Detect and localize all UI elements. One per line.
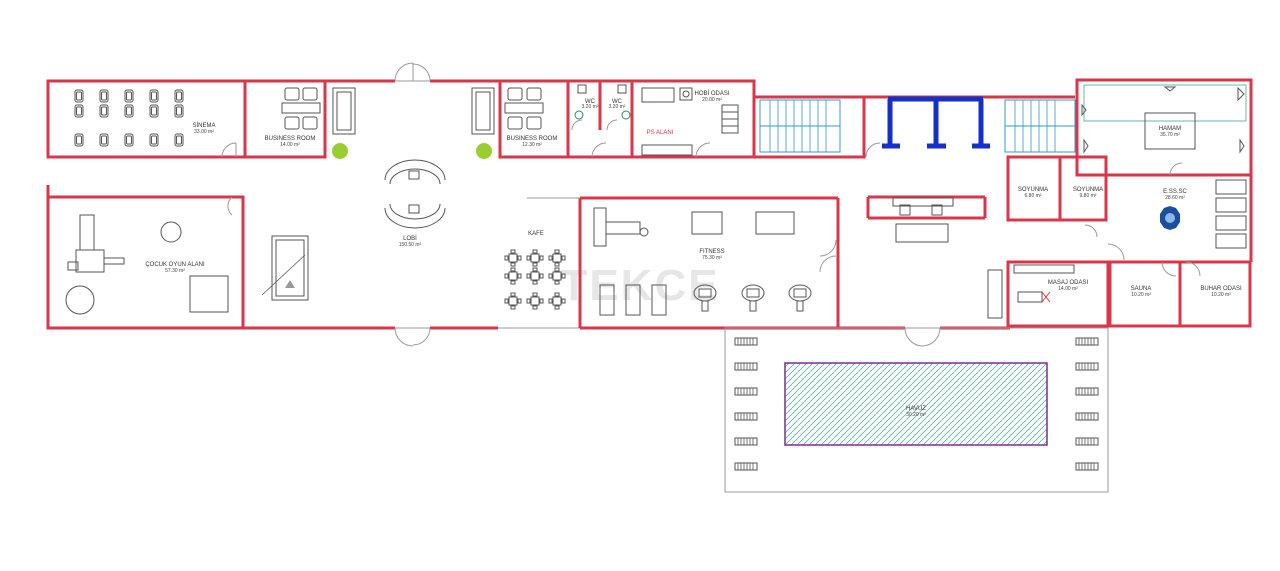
room-label-havuz: HAVUZ xyxy=(906,406,926,412)
room-area-lobi: 150.50 m² xyxy=(399,242,422,248)
staircase-left xyxy=(759,99,841,153)
outer-walls xyxy=(46,78,1253,330)
room-area-hamam: 35.70 m² xyxy=(1160,132,1180,138)
room-area-business-1: 14.00 m² xyxy=(280,142,300,148)
jacuzzi xyxy=(1160,206,1180,230)
room-label-soyunma-1: SOYUNMA xyxy=(1018,187,1048,193)
playground-equipment xyxy=(65,214,229,315)
room-label-soyunma-2: SOYUNMA xyxy=(1073,187,1103,193)
room-area-business-2: 12.30 m² xyxy=(522,142,542,148)
room-area-cocuk: 57.30 m² xyxy=(165,268,185,274)
room-label-lobi: LOBİ xyxy=(403,235,417,242)
room-area-esas: 28.60 m² xyxy=(1165,195,1185,201)
room-label-kafe: KAFE xyxy=(528,231,544,237)
room-label-cocuk: ÇOCUK OYUN ALANI xyxy=(145,262,205,268)
plant-right xyxy=(476,143,492,159)
business-room-1-furniture xyxy=(281,87,321,130)
room-label-esas: E.SS.SC xyxy=(1163,189,1187,195)
plant-left xyxy=(332,143,348,159)
reception-desk xyxy=(892,197,1003,319)
lobby-seating-group xyxy=(384,159,446,229)
cinema-seats xyxy=(74,89,184,147)
business-room-2-furniture xyxy=(504,87,544,130)
lobby-sofas xyxy=(332,87,495,135)
fitness-equipment xyxy=(593,207,812,316)
hobby-room-furniture xyxy=(641,87,739,156)
room-label-fitness: FITNESS xyxy=(699,249,724,255)
doors xyxy=(221,62,1201,347)
massage-beds xyxy=(1013,264,1075,303)
room-label-buhar: BUHAR ODASI xyxy=(1200,286,1242,292)
room-area-soyunma-2: 9.80 m² xyxy=(1080,193,1097,199)
room-label-sauna: SAUNA xyxy=(1131,286,1152,292)
room-label-ps: PS ALANI xyxy=(647,130,674,136)
room-label-masaj: MASAJ ODASI xyxy=(1048,280,1089,286)
staircase-right xyxy=(1004,99,1076,153)
room-area-fitness: 75.30 m² xyxy=(702,255,722,261)
pool-loungers-right xyxy=(1075,337,1099,471)
pool-loungers-left xyxy=(734,337,758,471)
room-area-wc-2: 3.20 m² xyxy=(609,104,626,110)
room-label-business-2: BUSINESS ROOM xyxy=(507,136,558,142)
cafe-tables xyxy=(504,249,566,310)
room-label-wc-1: WC xyxy=(585,99,596,105)
wc-fixtures xyxy=(574,84,631,120)
room-label-wc-2: WC xyxy=(612,99,623,105)
pool-deck xyxy=(724,327,1109,493)
billiard-table xyxy=(261,235,309,301)
room-area-hobi: 20.00 m² xyxy=(702,97,722,103)
room-area-wc-1: 3.20 m² xyxy=(582,104,599,110)
swimming-pool xyxy=(784,362,1048,446)
elevator-core xyxy=(882,96,990,149)
hamam-interior xyxy=(1081,84,1247,154)
room-label-hamam: HAMAM xyxy=(1159,126,1181,132)
spa-loungers xyxy=(1215,179,1247,249)
room-label-sinema: SİNEMA xyxy=(192,122,215,129)
room-area-havuz: 30.20 m² xyxy=(906,412,926,418)
room-area-soyunma-1: 6.80 m² xyxy=(1025,193,1042,199)
room-label-hobi: HOBİ ODASI xyxy=(694,90,729,97)
room-label-business-1: BUSINESS ROOM xyxy=(265,136,316,142)
room-area-sauna: 10.20 m² xyxy=(1131,292,1151,298)
room-area-masaj: 14.00 m² xyxy=(1058,286,1078,292)
room-area-buhar: 10.20 m² xyxy=(1211,292,1231,298)
room-area-sinema: 33.00 m² xyxy=(194,129,214,135)
